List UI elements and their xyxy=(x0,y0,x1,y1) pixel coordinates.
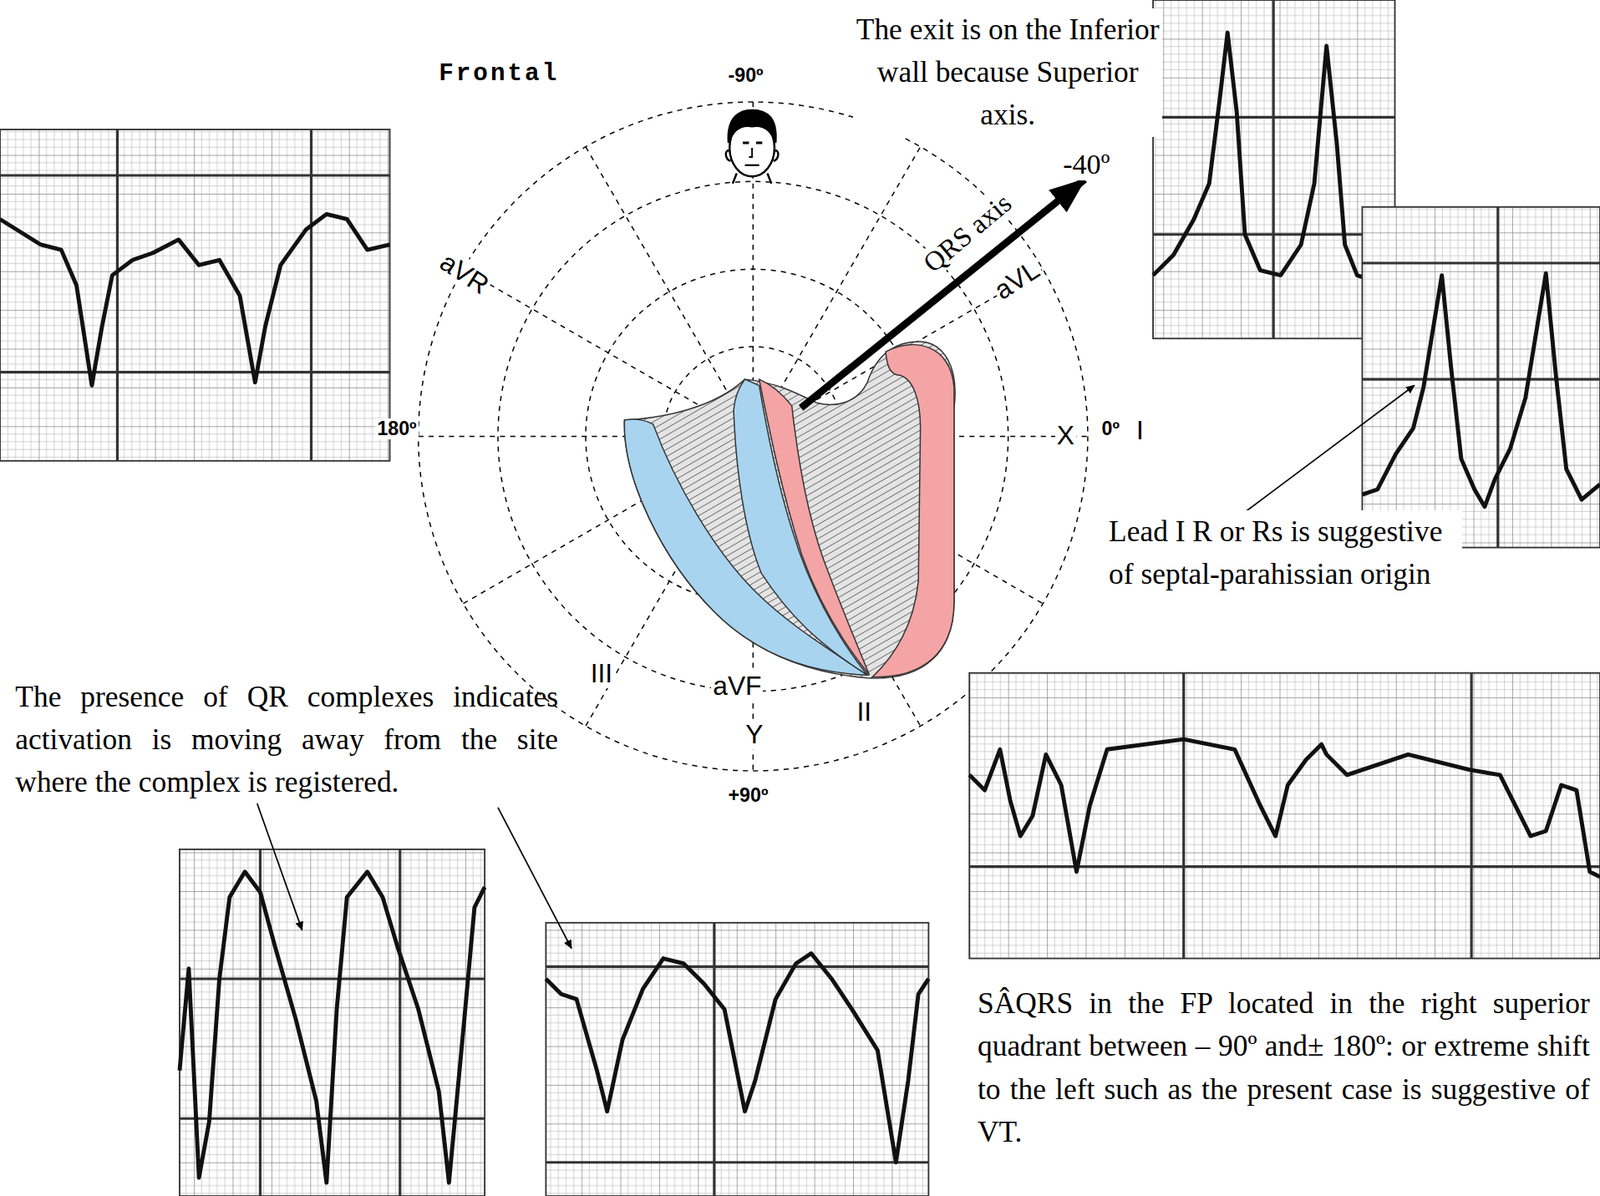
axis-name: Y xyxy=(743,720,765,750)
annotation: The presence of QR complexes indicates a… xyxy=(15,675,559,805)
lead-name: III xyxy=(589,659,615,689)
ecg-strip xyxy=(969,673,1600,960)
lead-name: I xyxy=(1134,416,1146,446)
annotation: Lead I R or Rs is suggestive of septal-p… xyxy=(1107,510,1463,597)
axis-degree: +90º xyxy=(726,785,771,808)
axis-degree: 180º xyxy=(375,418,418,441)
annotation: SÂQRS in the FP located in the right sup… xyxy=(977,982,1590,1154)
ecg-strip xyxy=(0,129,391,462)
ecg-strip xyxy=(1361,207,1600,549)
qrs-axis-arrow xyxy=(801,179,1086,408)
ecg-strip xyxy=(545,923,929,1196)
axis-label: QRS axis xyxy=(916,187,1020,280)
axis-degree: 0º xyxy=(1100,418,1122,441)
axis-degree: -40º xyxy=(1061,148,1112,181)
lead-name: aVL xyxy=(987,253,1047,306)
head-icon xyxy=(726,110,779,184)
lead-name: II xyxy=(854,697,874,727)
ecg-strip xyxy=(179,849,485,1196)
lead-name: aVF xyxy=(711,671,763,701)
heart-illustration xyxy=(624,341,955,679)
plane-title: Frontal xyxy=(438,60,559,88)
annotation: The exit is on the Inferior wall because… xyxy=(853,8,1163,138)
lead-name: aVR xyxy=(432,246,495,301)
ecg-strip xyxy=(1153,0,1395,339)
leader-line xyxy=(257,385,1415,949)
hexaxial-system xyxy=(418,101,1088,772)
axis-degree: -90º xyxy=(726,65,766,87)
axis-name: X xyxy=(1055,421,1077,451)
